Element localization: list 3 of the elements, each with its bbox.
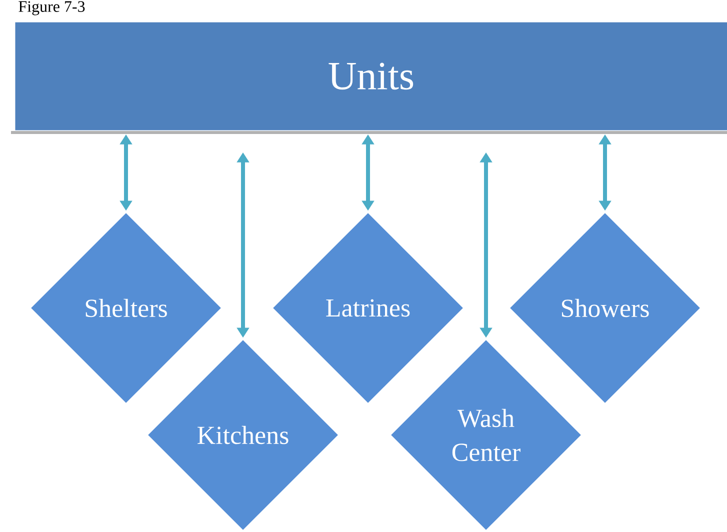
units-box: Units [8, 18, 727, 134]
figure-title: Figure 7-3 [18, 1, 85, 16]
node-label: Units [328, 62, 414, 90]
